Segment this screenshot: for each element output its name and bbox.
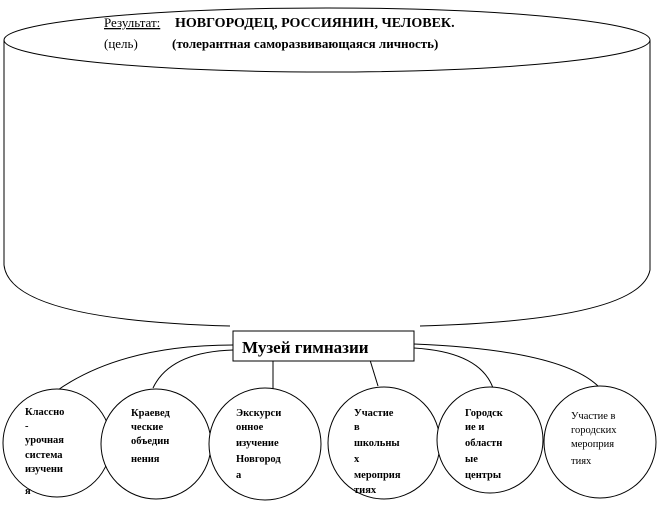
circle-6-line-4: тиях — [571, 456, 592, 467]
circle-4-line-1: Участие — [354, 408, 394, 419]
circle-2-line-1: Краевед — [131, 408, 171, 419]
circle-6-line-3: мероприя — [571, 439, 614, 450]
circle-6: Участие в городских мероприя тиях — [543, 385, 657, 499]
circle-4-line-4: х — [354, 454, 360, 465]
connector-line-6 — [413, 343, 599, 387]
circle-5: Городск ие и областн ые центры — [436, 386, 544, 494]
result-value: НОВГОРОДЕЦ, РОССИЯНИН, ЧЕЛОВЕК. — [175, 16, 455, 31]
circle-5-text: Городск ие и областн ые центры — [465, 408, 505, 481]
result-label: Результат: — [104, 15, 160, 30]
circle-1-line-3: урочная — [25, 435, 64, 446]
circle-3-text: Экскурси онное изучение Новгород а — [236, 408, 284, 481]
circle-1-line-2: - — [25, 421, 29, 432]
circle-3-line-1: Экскурси — [236, 408, 281, 419]
result-cylinder — [3, 7, 651, 327]
circle-1-line-5: изучени — [25, 464, 63, 475]
circle-3-line-5: а — [236, 470, 242, 481]
circle-2: Краевед ческие объедин нения — [100, 388, 212, 500]
circle-6-line-2: городских — [571, 425, 617, 436]
goal-value: (толерантная саморазвивающаяся личность) — [172, 36, 438, 51]
goal-label: (цель) — [104, 36, 138, 51]
circle-2-line-3: объедин — [131, 436, 169, 447]
circle-2-text: Краевед ческие объедин нения — [131, 408, 173, 465]
circle-3-line-4: Новгород — [236, 454, 281, 465]
circle-5-line-3: областн — [465, 438, 502, 449]
connector-line-4 — [369, 359, 379, 387]
circle-5-line-4: ые — [465, 454, 478, 465]
museum-label: Музей гимназии — [242, 338, 369, 357]
connector-lines — [54, 343, 599, 393]
circle-5-line-5: центры — [465, 470, 501, 481]
connector-line-2 — [152, 349, 234, 389]
circle-3: Экскурси онное изучение Новгород а — [208, 387, 322, 501]
circle-3-line-2: онное — [236, 422, 264, 433]
circle-4-line-6: тиях — [354, 485, 377, 496]
circle-4: Участие в школьны х мероприя тиях — [327, 386, 441, 500]
circle-1-line-4: система — [25, 450, 63, 461]
circle-1: Классно - урочная система изучени я — [2, 388, 112, 498]
circle-1-line-6: я — [25, 486, 31, 497]
circle-5-line-1: Городск — [465, 408, 504, 419]
circle-1-text: Классно - урочная система изучени я — [25, 407, 67, 497]
circle-5-line-2: ие и — [465, 422, 484, 433]
connector-line-1 — [54, 344, 234, 393]
circle-6-line-1: Участие в — [571, 411, 616, 422]
circle-2-line-2: ческие — [131, 422, 163, 433]
connector-line-5 — [413, 347, 494, 389]
museum-box: Музей гимназии — [232, 330, 415, 362]
circle-2-line-4: нения — [131, 454, 160, 465]
circle-3-line-3: изучение — [236, 438, 279, 449]
circle-6-text: Участие в городских мероприя тиях — [571, 411, 619, 467]
circle-1-line-1: Классно — [25, 407, 64, 418]
circle-4-line-5: мероприя — [354, 470, 401, 481]
circle-4-line-3: школьны — [354, 438, 400, 449]
circle-4-line-2: в — [354, 422, 360, 433]
circle-4-text: Участие в школьны х мероприя тиях — [354, 408, 403, 496]
